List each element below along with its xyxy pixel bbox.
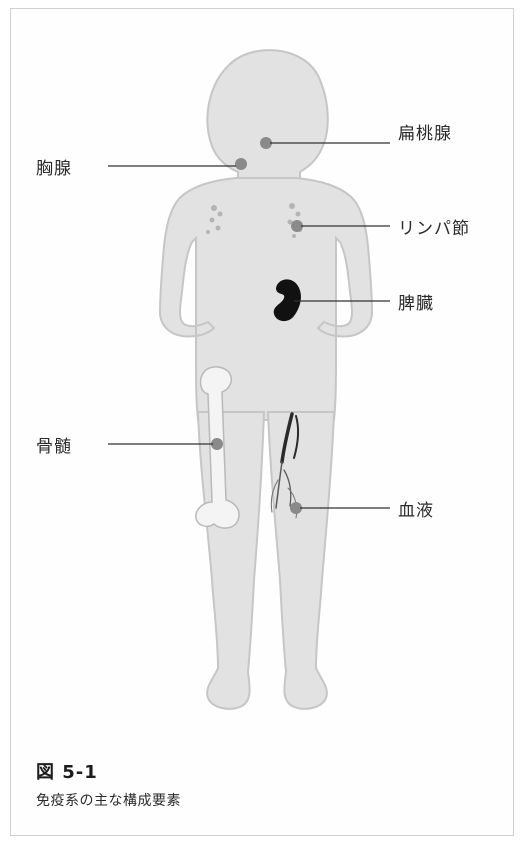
thymus-dot <box>235 158 247 170</box>
label-tonsil: 扁桃腺 <box>398 119 452 144</box>
torso <box>160 178 372 420</box>
label-thymus: 胸腺 <box>36 154 72 179</box>
head <box>207 50 327 180</box>
right-leg <box>268 412 334 709</box>
figure-caption: 免疫系の主な構成要素 <box>36 790 181 810</box>
label-bone-marrow: 骨髄 <box>36 432 72 457</box>
label-spleen: 脾臓 <box>398 289 434 314</box>
figure-number: 図 5-1 <box>36 758 98 784</box>
label-lymph-node: リンパ節 <box>398 214 470 239</box>
left-leg <box>198 412 264 709</box>
label-blood: 血液 <box>398 496 434 521</box>
